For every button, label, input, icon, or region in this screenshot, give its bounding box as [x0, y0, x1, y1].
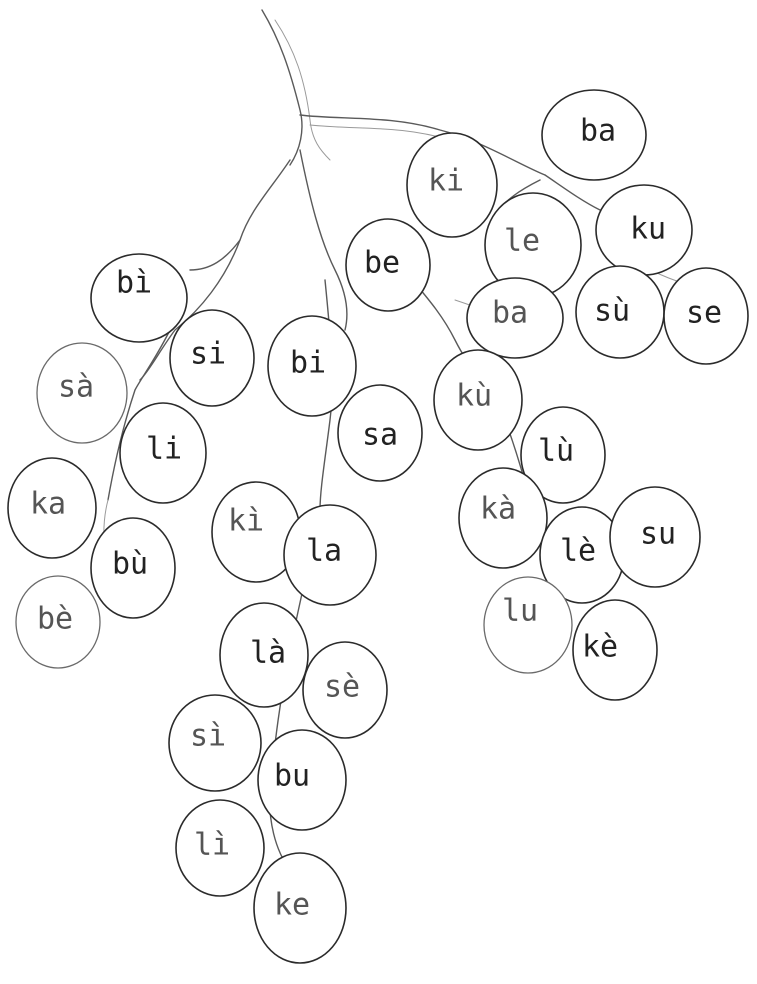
- grape-ba-mid: ba: [467, 278, 563, 358]
- syllable-label: kù: [456, 379, 492, 414]
- grape-be-grave: bè: [16, 576, 100, 668]
- syllable-label: se: [686, 296, 722, 331]
- syllable-label: lì: [194, 828, 230, 863]
- grape-bu: bu: [258, 730, 346, 830]
- syllable-label: là: [250, 636, 286, 671]
- grape-si-grave: sì: [169, 695, 261, 791]
- syllable-label: kè: [582, 630, 618, 665]
- syllable-label: ki: [428, 164, 464, 199]
- syllable-label: su: [640, 517, 676, 552]
- grape-su: su: [610, 487, 700, 587]
- grape-ke: ke: [254, 853, 346, 963]
- grape-ku-grave: kù: [434, 350, 522, 450]
- syllable-label: bè: [37, 602, 73, 637]
- syllable-label: bì: [116, 266, 152, 301]
- syllable-label: bù: [112, 547, 148, 582]
- grape-bi: bi: [268, 316, 356, 416]
- grape-ku: ku: [596, 185, 692, 275]
- syllable-label: lu: [502, 594, 538, 629]
- syllable-label: sè: [324, 670, 360, 705]
- grape-bu-grave: bù: [91, 518, 175, 618]
- syllable-label: ke: [274, 888, 310, 923]
- syllable-label: bi: [290, 346, 326, 381]
- grape-li: li: [120, 403, 206, 503]
- syllable-label: kì: [228, 504, 264, 539]
- grape-sa: sa: [338, 385, 422, 481]
- syllable-label: lè: [560, 534, 596, 569]
- grape-bi-grave: bì: [91, 254, 187, 342]
- syllable-label: sì: [190, 719, 226, 754]
- grape-ki-top: ki: [407, 133, 497, 237]
- grape-se-grave: sè: [303, 642, 387, 738]
- syllable-label: be: [364, 246, 400, 281]
- syllable-label: sa: [362, 418, 398, 453]
- syllable-label: le: [504, 224, 540, 259]
- syllable-label: ka: [30, 487, 66, 522]
- grape-ka: ka: [8, 458, 96, 558]
- grape-ke-grave: kè: [573, 600, 657, 700]
- grape-su-grave: sù: [576, 266, 664, 358]
- grape-ka-grave: kà: [459, 468, 547, 568]
- grape-si: si: [170, 310, 254, 406]
- grape-li-grave: lì: [176, 800, 264, 896]
- syllable-label: ba: [492, 296, 528, 331]
- grape-la-grave: là: [220, 603, 308, 707]
- syllable-label: bu: [274, 759, 310, 794]
- syllable-label: kà: [480, 492, 516, 527]
- grape-se: se: [664, 268, 748, 364]
- grape-lu: lu: [484, 577, 572, 673]
- grape-sa-grave: sà: [37, 343, 127, 443]
- syllable-label: li: [146, 432, 182, 467]
- syllable-label: la: [306, 534, 342, 569]
- syllable-label: ba: [580, 114, 616, 149]
- syllable-label: sà: [58, 370, 94, 405]
- grape-la: la: [284, 505, 376, 605]
- syllable-label: lù: [538, 434, 574, 469]
- syllable-label: ku: [630, 212, 666, 247]
- syllable-label: sù: [594, 294, 630, 329]
- grape-ba-top: ba: [542, 90, 646, 180]
- grape-be-top: be: [346, 219, 430, 311]
- syllable-label: si: [190, 337, 226, 372]
